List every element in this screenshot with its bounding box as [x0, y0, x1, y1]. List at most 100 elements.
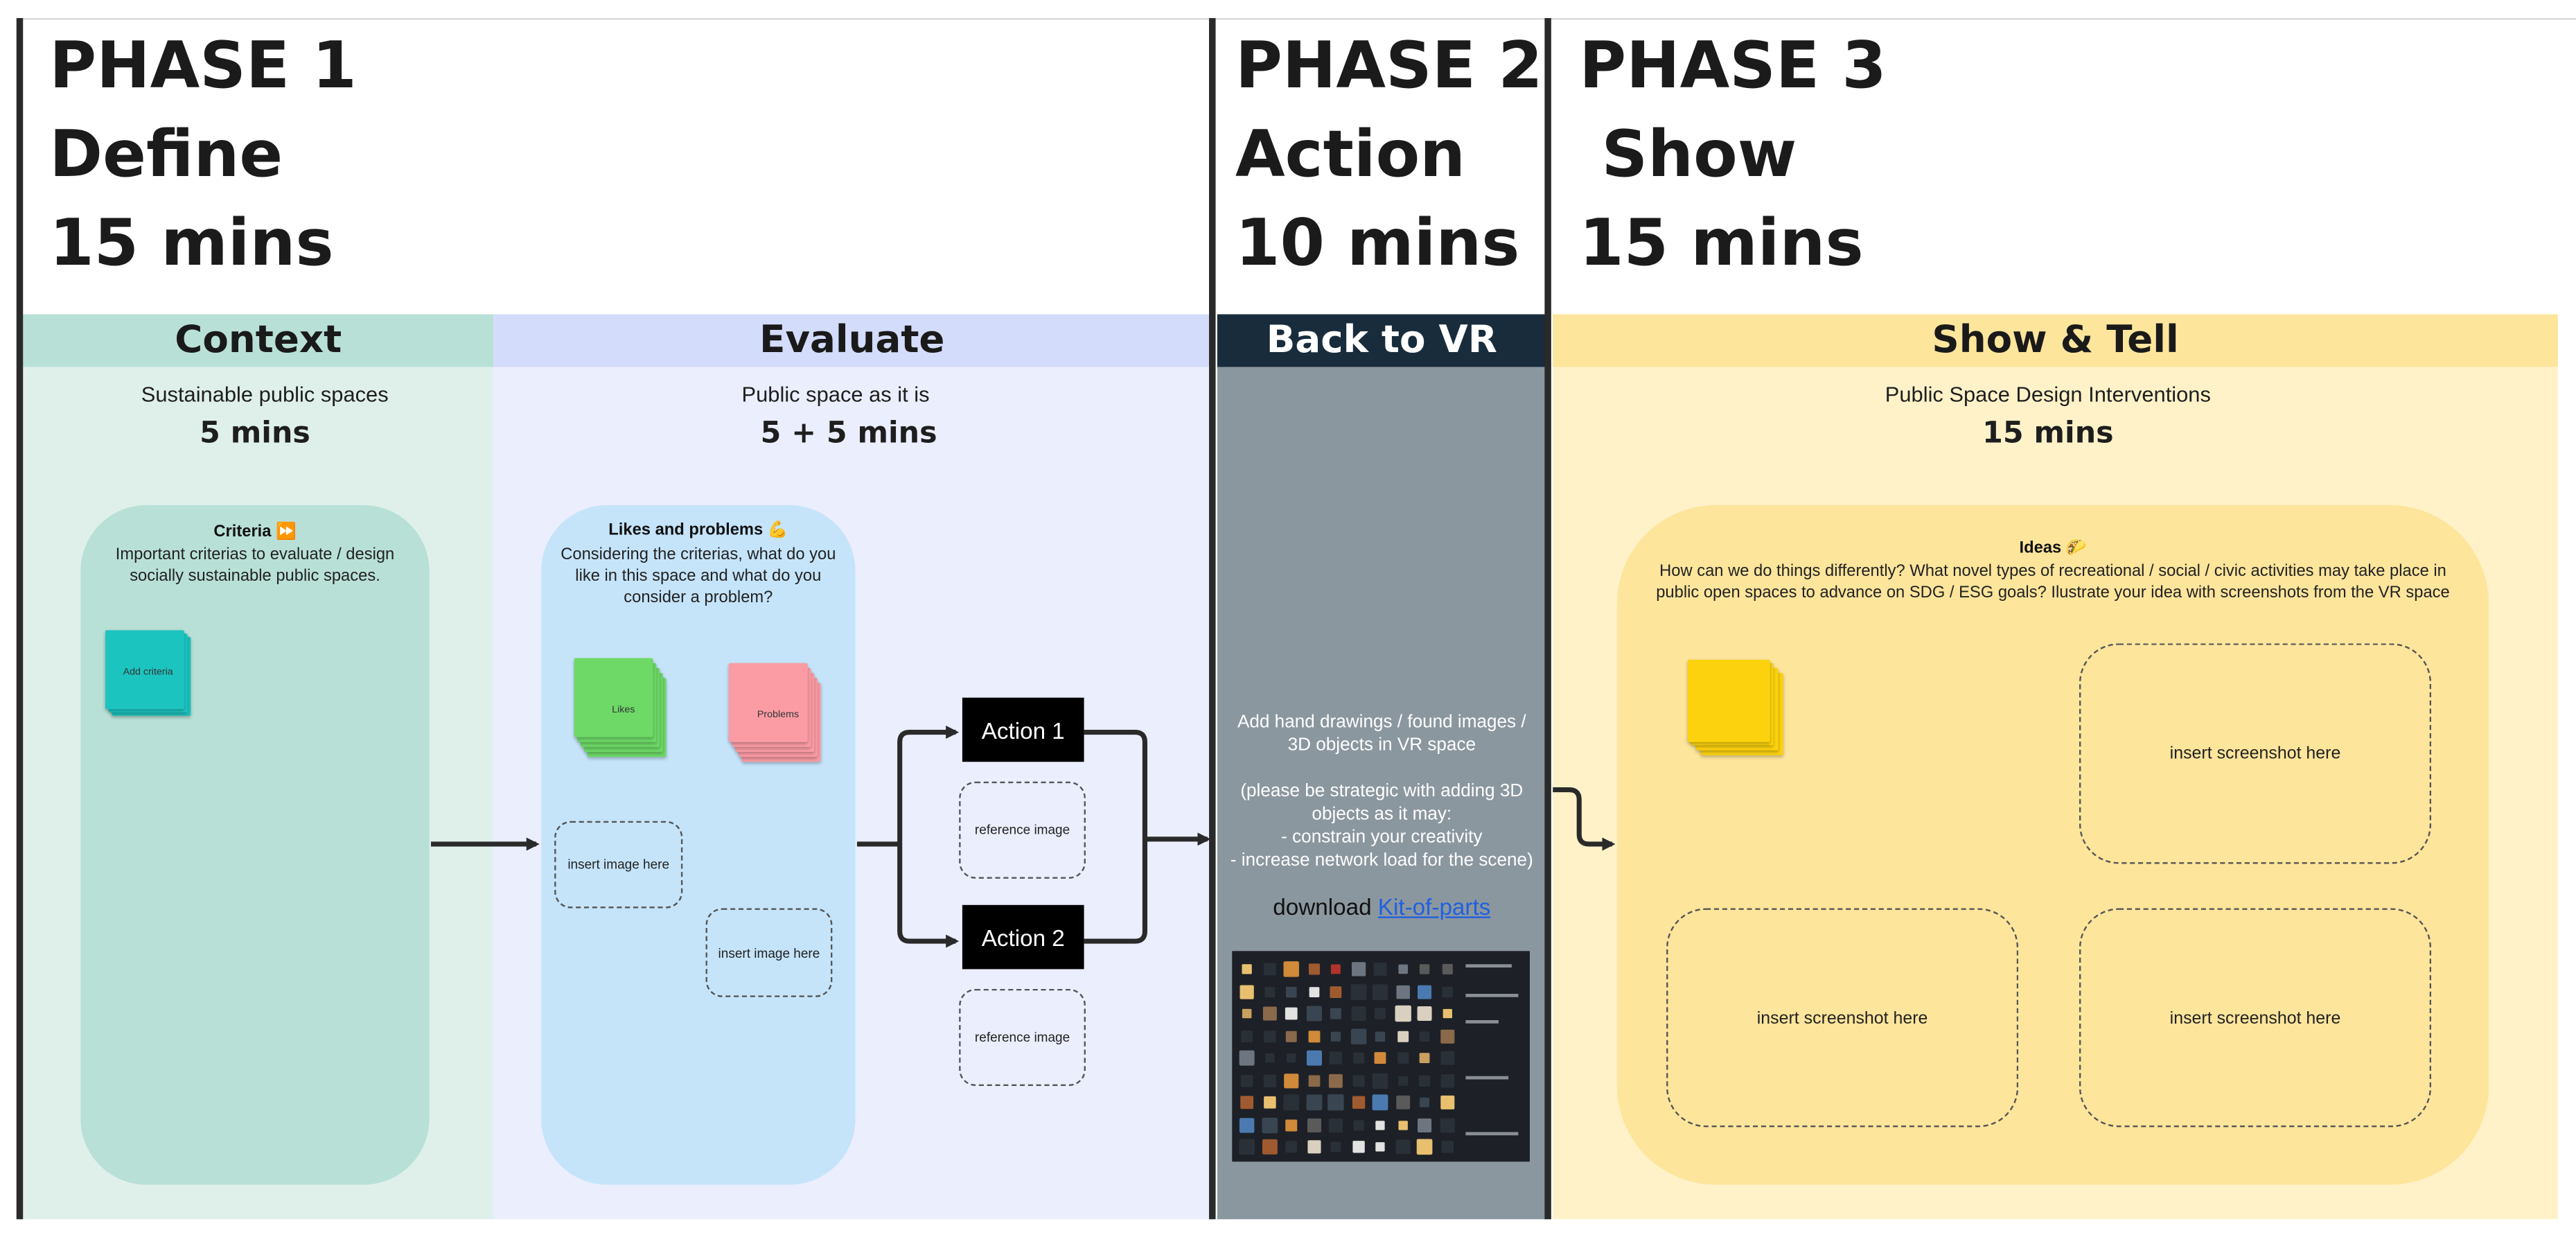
kit-item-thumbnail — [1307, 963, 1319, 975]
kit-of-parts-link[interactable]: Kit-of-parts — [1377, 893, 1491, 920]
kit-item-thumbnail — [1262, 1096, 1276, 1109]
kit-item-thumbnail — [1305, 1094, 1322, 1111]
kit-item-thumbnail — [1440, 1073, 1454, 1087]
kit-item-thumbnail — [1396, 1052, 1409, 1064]
show-duration: 15 mins — [1982, 416, 2114, 451]
kit-item-thumbnail — [1306, 1117, 1321, 1132]
kit-item-thumbnail — [1395, 1095, 1409, 1110]
kit-item-thumbnail — [1283, 961, 1299, 977]
phase-3-name: Show — [1579, 118, 1797, 193]
kit-category-label — [1465, 994, 1519, 997]
likes-sticky-label: Likes — [612, 706, 635, 716]
criteria-sticky-stack[interactable]: Add criteria — [105, 630, 191, 716]
kit-of-parts-thumbnail[interactable] — [1232, 951, 1530, 1162]
screenshot-placeholder-2[interactable]: insert screenshot here — [1666, 908, 2019, 1128]
likes-sticky-stack[interactable]: Likes — [574, 658, 667, 757]
context-subtitle: Sustainable public spaces — [141, 381, 389, 407]
ideas-card-description: How can we do things differently? What n… — [1656, 562, 2450, 602]
kit-item-thumbnail — [1263, 1029, 1276, 1042]
kit-item-thumbnail — [1418, 1117, 1432, 1132]
show-subtitle: Public Space Design Interventions — [1885, 381, 2211, 407]
phase-1-title: PHASE 1 Define 15 mins — [49, 23, 357, 290]
phase-1-name: Define — [49, 118, 283, 193]
kit-item-thumbnail — [1416, 1139, 1433, 1155]
kit-item-thumbnail — [1285, 1030, 1297, 1042]
kit-item-thumbnail — [1240, 984, 1254, 999]
reference-image-1[interactable]: reference image — [959, 781, 1086, 879]
kit-item-thumbnail — [1350, 1028, 1366, 1044]
kit-item-thumbnail — [1327, 1094, 1344, 1111]
kit-item-thumbnail — [1330, 1008, 1341, 1019]
kit-item-thumbnail — [1420, 1097, 1429, 1107]
kit-item-thumbnail — [1239, 1117, 1255, 1132]
kit-item-thumbnail — [1439, 1117, 1454, 1132]
context-duration: 5 mins — [200, 416, 310, 451]
kit-item-thumbnail — [1305, 1050, 1321, 1066]
vr-instructions: Add hand drawings / found images / 3D ob… — [1230, 712, 1533, 870]
criteria-card-description: Important criterias to evaluate / design… — [115, 546, 395, 586]
kit-item-thumbnail — [1264, 986, 1275, 997]
kit-item-thumbnail — [1305, 1006, 1321, 1022]
likes-problems-title: Likes and problems 💪 — [608, 521, 788, 540]
kit-item-thumbnail — [1262, 963, 1276, 976]
kit-item-thumbnail — [1264, 1053, 1274, 1063]
kit-item-thumbnail — [1285, 985, 1297, 997]
show-header: Show & Tell — [1553, 314, 2558, 367]
kit-item-thumbnail — [1374, 1008, 1386, 1019]
kit-item-thumbnail — [1284, 1073, 1299, 1088]
likes-problems-card[interactable] — [541, 505, 856, 1185]
kit-item-thumbnail — [1328, 1073, 1343, 1087]
kit-item-thumbnail — [1242, 964, 1252, 974]
ideas-card[interactable] — [1616, 505, 2489, 1185]
screenshot-placeholder-3[interactable]: insert screenshot here — [2079, 908, 2432, 1128]
kit-category-label — [1465, 1076, 1509, 1080]
kit-item-thumbnail — [1397, 964, 1407, 974]
kit-item-thumbnail — [1329, 1051, 1343, 1065]
evaluate-duration: 5 + 5 mins — [760, 416, 937, 451]
criteria-sticky-label: Add criteria — [123, 667, 173, 678]
kit-item-thumbnail — [1283, 1094, 1300, 1111]
kit-item-thumbnail — [1241, 1030, 1253, 1042]
kit-item-thumbnail — [1441, 963, 1452, 974]
criteria-card-title: Criteria ⏩ — [213, 523, 297, 542]
kit-item-thumbnail — [1440, 1141, 1453, 1153]
kit-item-thumbnail — [1440, 1095, 1454, 1110]
screenshot-placeholder-1[interactable]: insert screenshot here — [2079, 643, 2432, 864]
kit-item-thumbnail — [1395, 984, 1409, 999]
kit-item-thumbnail — [1262, 1006, 1276, 1021]
problems-sticky-stack[interactable]: Problems — [728, 663, 821, 762]
evaluate-subtitle: Public space as it is — [741, 381, 930, 407]
kit-item-thumbnail — [1239, 1050, 1255, 1066]
phase-2-divider — [1209, 18, 1216, 1220]
top-border — [16, 18, 2576, 20]
ideas-sticky-stack[interactable] — [1687, 660, 1783, 755]
image-placeholder-2[interactable]: insert image here — [705, 908, 833, 997]
reference-image-2[interactable]: reference image — [959, 988, 1086, 1086]
kit-item-thumbnail — [1372, 1072, 1388, 1088]
kit-item-thumbnail — [1352, 1119, 1364, 1130]
kit-item-thumbnail — [1397, 1030, 1408, 1042]
phase-2-label: PHASE 2 — [1235, 29, 1543, 104]
image-placeholder-1[interactable]: insert image here — [554, 821, 683, 909]
vr-header: Back to VR — [1217, 314, 1546, 367]
kit-item-thumbnail — [1419, 964, 1430, 974]
ideas-card-title: Ideas 🌮 — [2019, 539, 2087, 558]
kit-item-thumbnail — [1330, 964, 1341, 974]
kit-item-thumbnail — [1240, 1074, 1253, 1087]
likes-problems-description: Considering the criterias, what do you l… — [561, 546, 836, 608]
kit-item-thumbnail — [1262, 1074, 1276, 1087]
action-1-box[interactable]: Action 1 — [962, 697, 1084, 762]
kit-item-thumbnail — [1352, 1052, 1364, 1064]
kit-item-thumbnail — [1307, 1074, 1320, 1086]
kit-item-thumbnail — [1418, 1074, 1431, 1086]
action-2-box[interactable]: Action 2 — [962, 904, 1084, 970]
kit-item-thumbnail — [1375, 1120, 1385, 1130]
kit-item-thumbnail — [1394, 1005, 1411, 1022]
criteria-card[interactable] — [80, 505, 430, 1185]
kit-item-thumbnail — [1350, 983, 1366, 999]
phase-2-title: PHASE 2 Action 10 mins — [1235, 23, 1543, 290]
kit-item-thumbnail — [1419, 1053, 1430, 1064]
kit-item-thumbnail — [1285, 1007, 1298, 1020]
kit-item-thumbnail — [1442, 1008, 1452, 1019]
download-prefix: download — [1273, 893, 1378, 920]
